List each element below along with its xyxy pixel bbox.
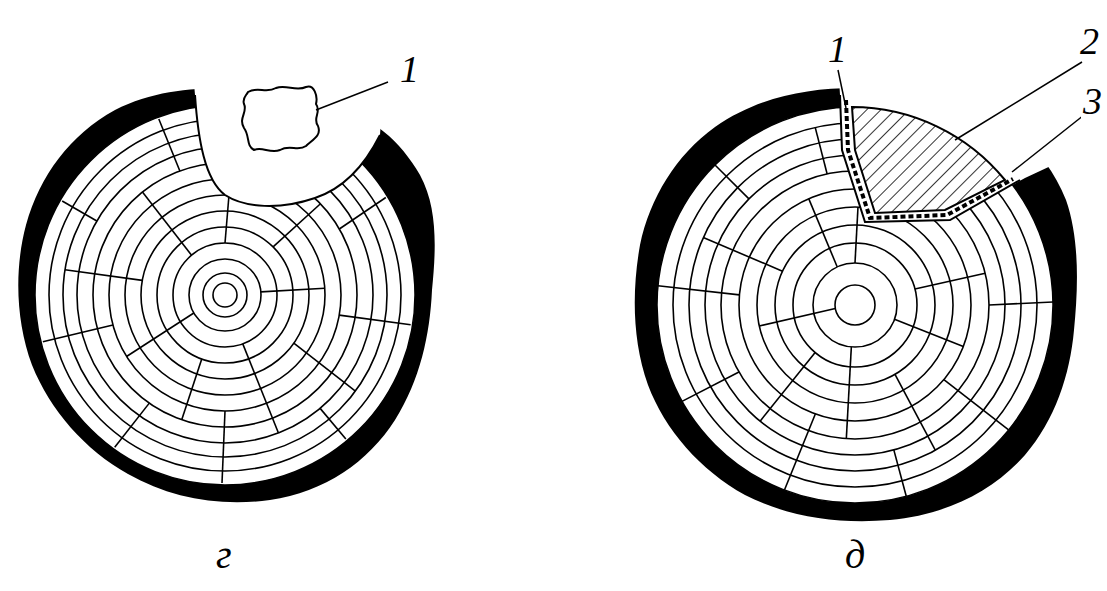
callout-number: 1 xyxy=(398,50,421,88)
callout-number: 2 xyxy=(1078,22,1101,60)
callout-number: 1 xyxy=(826,30,849,68)
log-section-left xyxy=(18,60,434,502)
figure-letter: г xyxy=(214,535,234,575)
log-section-right xyxy=(635,60,1085,521)
callout-number: 3 xyxy=(1081,82,1104,120)
figure-letter: д xyxy=(843,535,867,575)
